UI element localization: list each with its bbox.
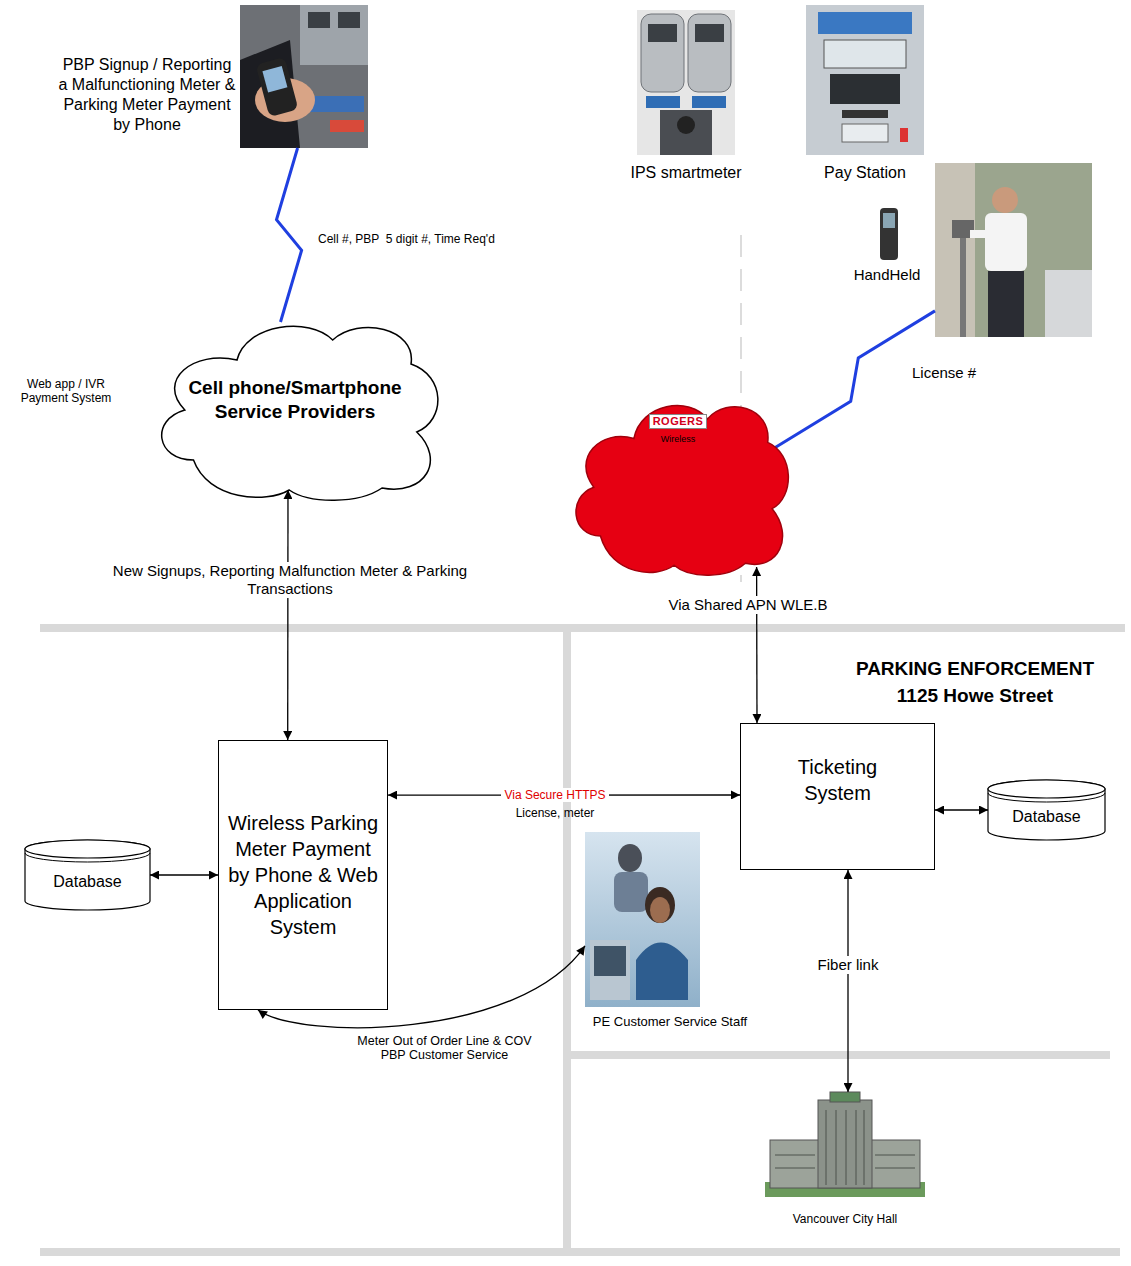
staff-photo: PE Customer Service Staff	[585, 832, 700, 1007]
city-hall-picture	[765, 1092, 925, 1197]
database-label: Database	[1012, 807, 1081, 826]
cloud-path	[576, 406, 788, 576]
side-note: Web app / IVR Payment System	[10, 377, 122, 406]
provider-cloud: Cell phone/Smartphone Service Providers	[150, 300, 440, 500]
carrier-sublabel: Wireless	[661, 434, 696, 445]
cylinder-body	[988, 780, 1105, 840]
cylinder-ring	[988, 793, 1105, 802]
cloud-outline	[150, 300, 440, 500]
process-box: Ticketing System	[740, 723, 935, 870]
photo-caption: Vancouver City Hall	[793, 1212, 897, 1226]
officer-picture	[935, 163, 1092, 337]
phone-photo-picture	[240, 5, 368, 148]
carrier-cloud: ROGERS Wireless	[567, 380, 790, 575]
data-arrow	[756, 567, 758, 723]
smartmeter-photo: IPS smartmeter	[637, 10, 735, 155]
pay-station-photo: Pay Station	[806, 5, 924, 155]
photo-caption: Pay Station	[824, 163, 906, 182]
region-bands	[40, 624, 1125, 1256]
edge-sublabel: License, meter	[516, 806, 595, 820]
box-label: Ticketing System	[778, 754, 898, 806]
edge-label: Fiber link	[815, 956, 882, 974]
database-cylinder: Database	[988, 780, 1105, 840]
data-arrow	[935, 809, 988, 810]
edge-label: Via Shared APN WLE.B	[666, 596, 831, 614]
device-label: HandHeld	[854, 266, 921, 284]
edge-label: Meter Out of Order Line & COV PBP Custom…	[357, 1034, 532, 1063]
photo-caption: PBP Signup / Reporting a Malfunctioning …	[58, 55, 236, 135]
wireless-bolt	[774, 311, 935, 448]
handheld-icon	[880, 208, 898, 260]
data-arrow	[287, 490, 289, 740]
database-cylinder: Database	[25, 840, 150, 910]
site-heading: PARKING ENFORCEMENT 1125 Howe Street	[835, 656, 1115, 709]
edge-label: Cell #, PBP 5 digit #, Time Req'd	[318, 232, 495, 246]
edge-label: New Signups, Reporting Malfunction Meter…	[107, 562, 473, 598]
carrier-logo: ROGERS	[649, 414, 708, 429]
cylinder-top	[988, 780, 1105, 798]
cloud-label: Cell phone/Smartphone Service Providers	[165, 376, 425, 424]
data-arrow	[847, 870, 848, 1092]
city-hall-photo: Vancouver City Hall	[765, 1092, 925, 1197]
cloud-outline	[567, 380, 790, 575]
wireless-bolt	[276, 148, 301, 322]
officer-photo: HandHeld	[935, 163, 1092, 337]
smartmeter-picture	[637, 10, 735, 155]
photo-caption: IPS smartmeter	[630, 163, 741, 182]
edge-label: License #	[912, 364, 976, 382]
phone-photo: PBP Signup / Reporting a Malfunctioning …	[240, 5, 368, 148]
data-arrow	[150, 874, 218, 875]
box-label: Wireless Parking Meter Payment by Phone …	[225, 810, 381, 940]
process-box: Wireless Parking Meter Payment by Phone …	[218, 740, 388, 1010]
database-label: Database	[53, 872, 122, 891]
cylinder-body	[25, 840, 150, 910]
photo-caption: PE Customer Service Staff	[593, 1014, 747, 1030]
staff-picture	[585, 832, 700, 1007]
cylinder-top	[25, 840, 150, 858]
cloud-path	[162, 326, 438, 500]
edge-label: Via Secure HTTPS	[501, 788, 608, 802]
cylinder-ring	[25, 853, 150, 862]
pay-station-picture	[806, 5, 924, 155]
